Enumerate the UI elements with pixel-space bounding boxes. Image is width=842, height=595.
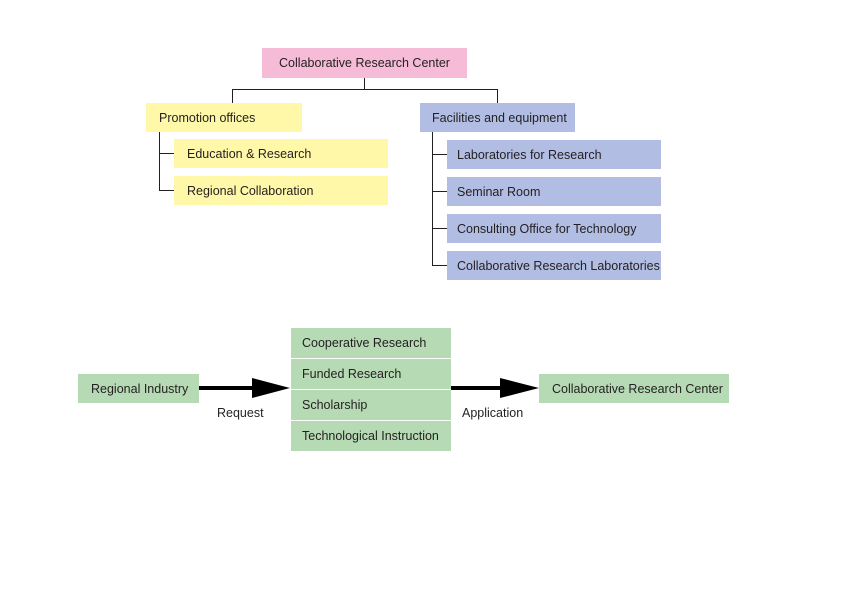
request-label: Request [217, 406, 264, 420]
flow-item-funded-research: Funded Research [291, 359, 451, 389]
facilities-equipment-node: Facilities and equipment [420, 103, 575, 132]
facilities-item-laboratories: Laboratories for Research [447, 140, 661, 169]
facilities-item-collaborative-labs: Collaborative Research Laboratories [447, 251, 661, 280]
flow-source-regional-industry: Regional Industry [78, 374, 199, 403]
connector-to-facilities [497, 89, 498, 103]
flow-target-collaborative-research-center: Collaborative Research Center [539, 374, 729, 403]
connector-root-stem [364, 78, 365, 89]
connector-promotion-trunk [159, 132, 160, 190]
connector-to-promotion [232, 89, 233, 103]
promotion-offices-node: Promotion offices [146, 103, 302, 132]
facilities-item-seminar-room: Seminar Room [447, 177, 661, 206]
request-arrow [199, 378, 290, 398]
connector-facilities-item-0 [432, 154, 447, 155]
promotion-item-education-research: Education & Research [174, 139, 388, 168]
connector-promotion-item-0 [159, 153, 174, 154]
flow-item-technological-instruction: Technological Instruction [291, 421, 451, 451]
flow-middle-stack: Cooperative Research Funded Research Sch… [291, 328, 451, 452]
connector-root-branch [232, 89, 498, 90]
connector-facilities-item-1 [432, 191, 447, 192]
flow-item-scholarship: Scholarship [291, 390, 451, 420]
application-arrow [451, 378, 539, 398]
connector-facilities-item-2 [432, 228, 447, 229]
connector-promotion-item-1 [159, 190, 174, 191]
root-node-collaborative-research-center: Collaborative Research Center [262, 48, 467, 78]
connector-facilities-trunk [432, 132, 433, 265]
facilities-item-consulting-office: Consulting Office for Technology [447, 214, 661, 243]
promotion-item-regional-collaboration: Regional Collaboration [174, 176, 388, 205]
application-label: Application [462, 406, 524, 420]
flow-item-cooperative-research: Cooperative Research [291, 328, 451, 358]
connector-facilities-item-3 [432, 265, 447, 266]
